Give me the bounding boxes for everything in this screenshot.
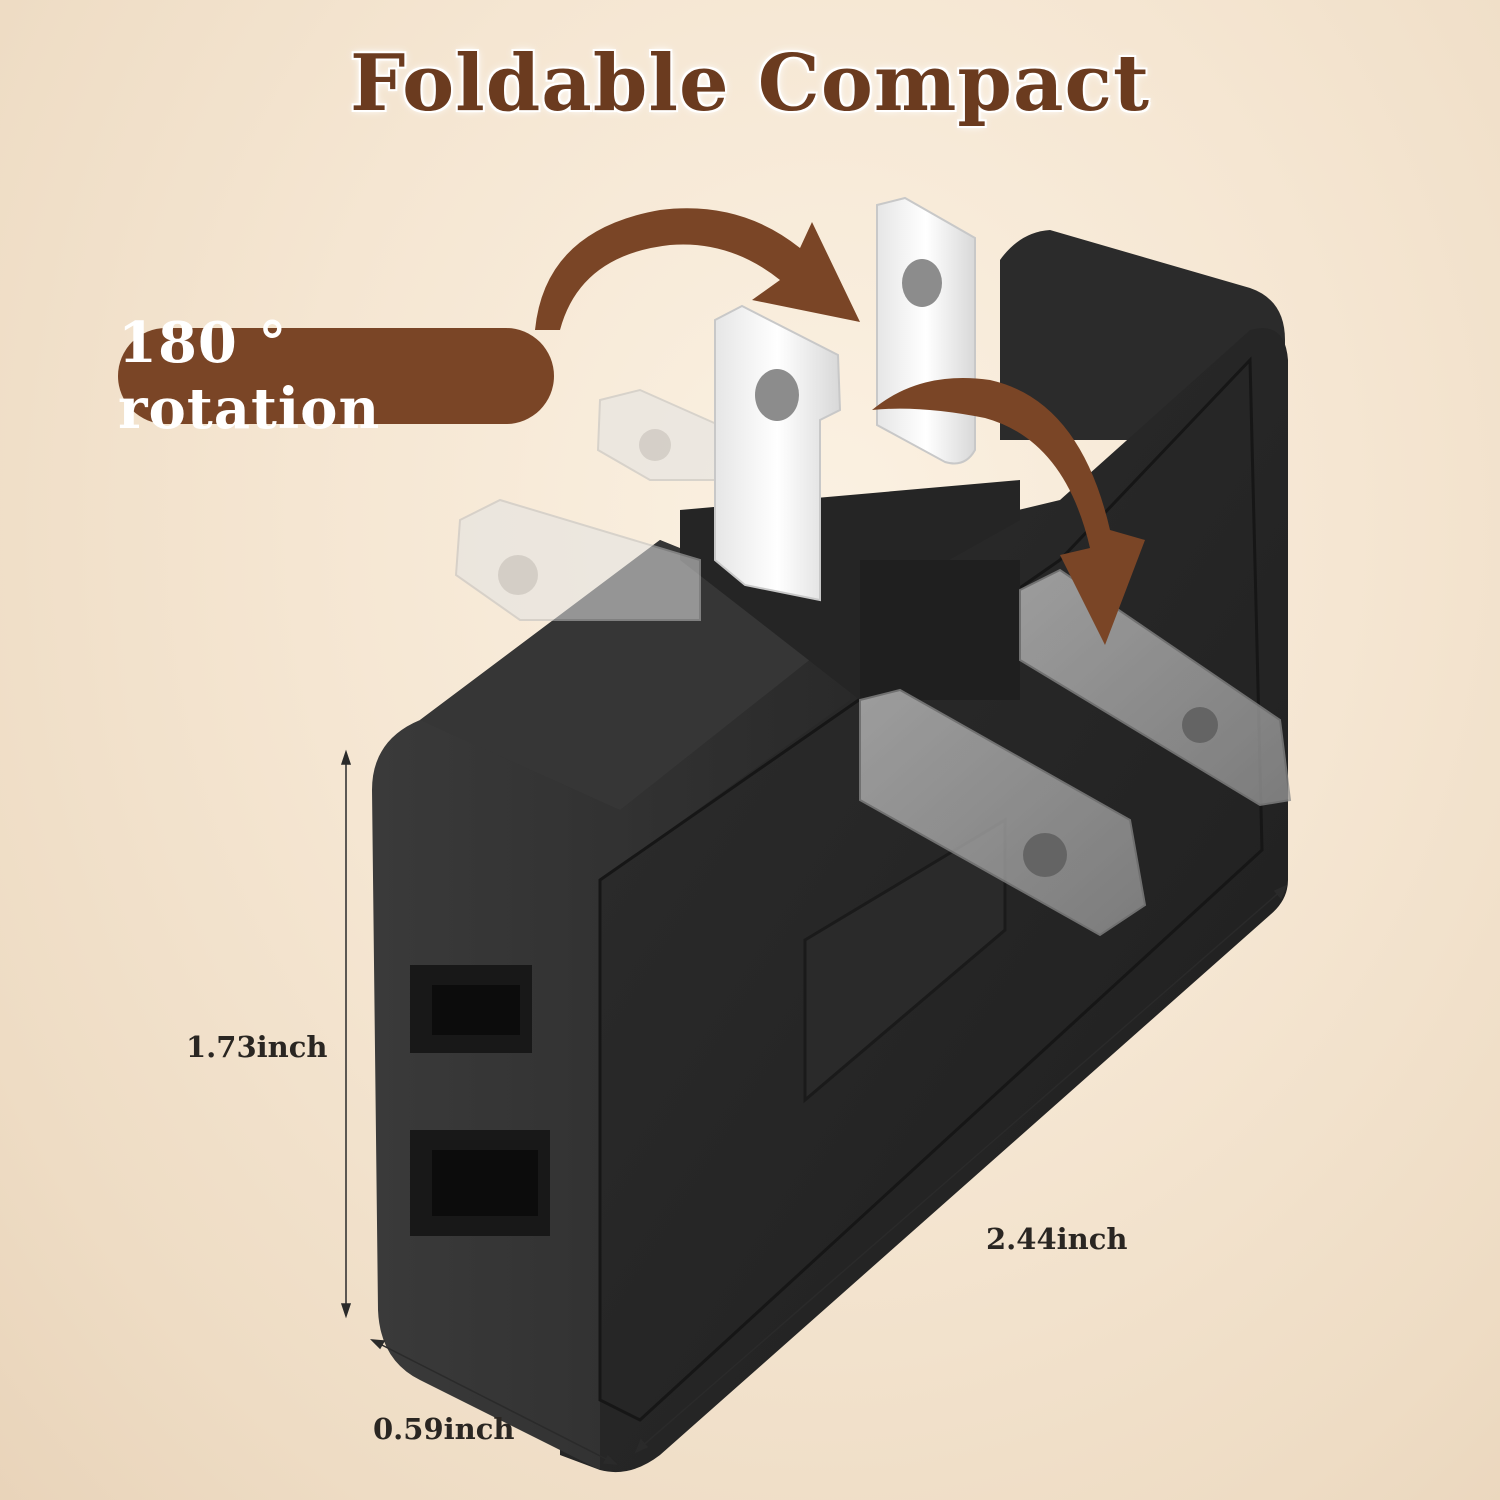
outlet-slot-upper-inner bbox=[432, 985, 520, 1035]
front-panel-inset bbox=[598, 356, 1264, 1422]
dimension-label-height: 1.73inch bbox=[186, 1030, 328, 1064]
rotation-badge-label: 180 ° rotation bbox=[118, 310, 381, 442]
curved-arrow-icon bbox=[872, 378, 1145, 645]
outlet-slot-lower-inner bbox=[432, 1150, 538, 1216]
dimension-line-height bbox=[340, 749, 352, 1319]
dimension-line-length bbox=[634, 884, 1288, 1454]
hub-block bbox=[860, 560, 1020, 700]
dimension-line-depth bbox=[370, 1339, 618, 1465]
page-title: Foldable Compact bbox=[349, 38, 1151, 129]
curved-arrow-icon bbox=[535, 208, 860, 330]
adapter-side-face bbox=[372, 540, 850, 1470]
dimension-label-length: 2.44inch bbox=[986, 1222, 1128, 1256]
prong-upright-front bbox=[714, 304, 842, 602]
prong-upright-back bbox=[876, 196, 976, 465]
ghost-prongs-left bbox=[454, 388, 731, 621]
label-plate bbox=[803, 817, 1007, 1104]
rotation-badge: 180 ° rotation bbox=[118, 310, 554, 442]
dimension-label-depth: 0.59inch bbox=[373, 1412, 515, 1446]
ghost-prongs-folded bbox=[859, 568, 1292, 937]
